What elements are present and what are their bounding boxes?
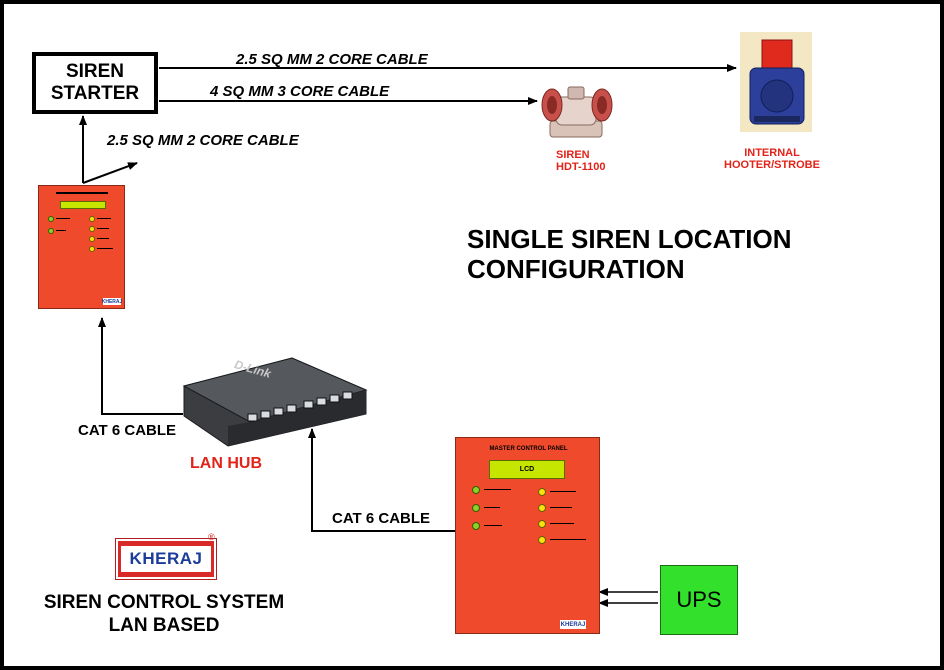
local-led-6 (89, 246, 95, 252)
local-panel-logo: KHERAJ (101, 298, 123, 305)
hub-to-panel-arrow (98, 317, 183, 415)
master-led-green-2 (472, 504, 480, 512)
master-panel-lcd: LCD (489, 460, 565, 479)
cable-label-mid: 4 SQ MM 3 CORE CABLE (210, 83, 390, 100)
cat6-label-right: CAT 6 CABLE (332, 510, 431, 527)
starter-label-line2: STARTER (50, 83, 140, 104)
system-caption-line2: LAN BASED (108, 615, 220, 636)
master-panel-title: MASTER CONTROL PANEL (489, 446, 568, 452)
cable-label-top: 2.5 SQ MM 2 CORE CABLE (236, 51, 428, 68)
local-led-1-line (56, 218, 70, 219)
local-led-4 (89, 226, 95, 232)
starter-label-line1: SIREN (65, 61, 125, 82)
registered-mark: ® (208, 532, 215, 542)
cable-label-low: 2.5 SQ MM 2 CORE CABLE (107, 132, 299, 149)
master-led-yellow-2 (538, 504, 546, 512)
kheraj-logo-text: KHERAJ (121, 546, 211, 572)
siren-device-image (541, 86, 613, 138)
diagram-title: SINGLE SIREN LOCATION CONFIGURATION (467, 224, 792, 284)
diagram-title-line1: SINGLE SIREN LOCATION (467, 224, 792, 254)
lan-hub-label: LAN HUB (190, 455, 262, 472)
siren-label: SIREN HDT-1100 (556, 149, 606, 173)
master-panel-logo: KHERAJ (560, 620, 586, 629)
siren-label-line2: HDT-1100 (556, 161, 606, 173)
local-led-5-line (97, 238, 109, 239)
master-to-hub-arrow (308, 428, 455, 532)
local-led-2 (48, 228, 54, 234)
local-led-4-line (97, 228, 109, 229)
master-led-green-1-line (484, 489, 511, 490)
siren-starter-box: SIREN STARTER (32, 52, 158, 114)
hooter-label-line2: HOOTER/STROBE (724, 159, 820, 171)
hooter-label-line1: INTERNAL (744, 147, 800, 159)
local-led-3 (89, 216, 95, 222)
master-led-yellow-2-line (550, 507, 572, 508)
ups-box: UPS (660, 565, 738, 635)
hooter-label: INTERNAL HOOTER/STROBE (720, 147, 824, 171)
local-led-2-line (56, 230, 66, 231)
local-led-3-line (97, 218, 111, 219)
local-led-6-line (97, 248, 113, 249)
master-led-green-2-line (484, 507, 500, 508)
master-led-yellow-1 (538, 488, 546, 496)
master-led-yellow-3-line (550, 523, 574, 524)
master-led-green-3-line (484, 525, 502, 526)
panel-out-cable-arrow (82, 162, 138, 184)
master-led-yellow-1-line (550, 491, 576, 492)
master-led-green-1 (472, 486, 480, 494)
system-caption-line1: SIREN CONTROL SYSTEM (43, 592, 285, 613)
master-led-yellow-4 (538, 536, 546, 544)
master-led-green-3 (472, 522, 480, 530)
siren-label-line1: SIREN (556, 149, 590, 161)
master-control-panel: MASTER CONTROL PANEL LCD KHERAJ (455, 437, 600, 634)
local-panel-lcd (60, 201, 106, 209)
master-led-yellow-4-line (550, 539, 586, 540)
master-led-yellow-3 (538, 520, 546, 528)
local-control-panel: KHERAJ (38, 185, 125, 309)
local-led-5 (89, 236, 95, 242)
panel-top-line (56, 192, 108, 194)
local-led-1 (48, 216, 54, 222)
diagram-title-line2: CONFIGURATION (467, 254, 685, 284)
system-caption: SIREN CONTROL SYSTEM LAN BASED (30, 591, 298, 637)
kheraj-logo: KHERAJ (115, 538, 217, 580)
cat6-label-left: CAT 6 CABLE (78, 422, 177, 439)
lan-hub-image (182, 357, 368, 447)
hooter-strobe-image (740, 32, 812, 132)
